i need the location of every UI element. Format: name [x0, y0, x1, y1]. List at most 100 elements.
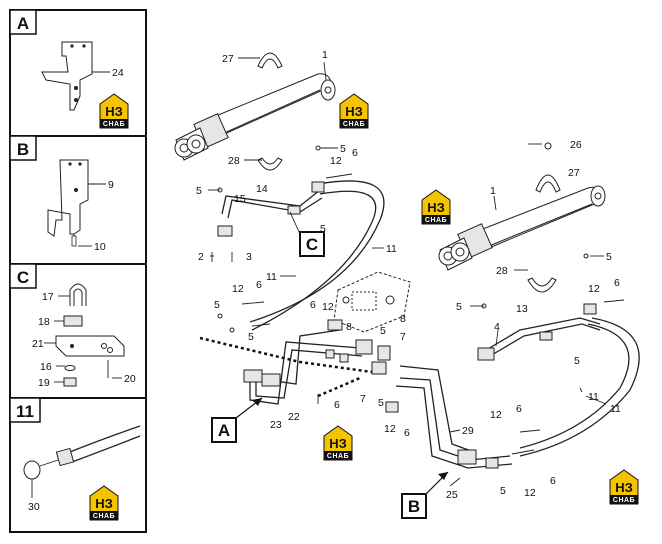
- watermark-logo-3: НЗ СНАБ: [323, 425, 353, 461]
- label-28: 28: [496, 265, 508, 277]
- svg-text:СНАБ: СНАБ: [93, 513, 115, 520]
- svg-text:СНАБ: СНАБ: [613, 497, 635, 504]
- panel-11-label: 11: [16, 402, 34, 421]
- label-8: 8: [400, 313, 406, 325]
- panel-11: 11 30 НЗ СНАБ: [9, 397, 147, 533]
- label-5: 5: [606, 251, 612, 263]
- svg-text:СНАБ: СНАБ: [327, 453, 349, 460]
- clamp-27-lower-icon: [535, 174, 561, 193]
- label-7: 7: [360, 393, 366, 405]
- label-4: 4: [494, 321, 500, 333]
- svg-text:СНАБ: СНАБ: [343, 121, 365, 128]
- label-12: 12: [232, 283, 244, 295]
- watermark-logo-2: НЗ СНАБ: [421, 189, 451, 225]
- svg-text:СНАБ: СНАБ: [103, 121, 125, 128]
- part-labels: 27 1 5 6 28 12 5 14 15 5 2 3 11 11 5 12 …: [196, 49, 621, 501]
- panel-a: A 24 НЗ СНАБ: [9, 9, 147, 137]
- pipe-22-23: [243, 329, 363, 405]
- label-5: 5: [456, 301, 462, 313]
- label-2: 2: [198, 251, 204, 263]
- clamp-28-lower-icon: [527, 277, 557, 293]
- bracket-a-icon: [41, 41, 110, 111]
- label-5: 5: [500, 485, 506, 497]
- part-label-16: 16: [40, 361, 52, 373]
- pipe-29-25: [395, 365, 513, 469]
- part-label-9: 9: [108, 179, 114, 191]
- label-6: 6: [614, 277, 620, 289]
- label-6: 6: [256, 279, 262, 291]
- label-1: 1: [490, 185, 496, 197]
- watermark-logo-1: НЗ СНАБ: [339, 93, 369, 129]
- label-12: 12: [322, 301, 334, 313]
- svg-text:C: C: [306, 235, 318, 254]
- fittings-bolts: [211, 142, 625, 455]
- label-6: 6: [310, 299, 316, 311]
- label-12: 12: [330, 155, 342, 167]
- panel-c: C 17 18 21 16 19 20: [9, 263, 147, 399]
- label-5: 5: [196, 185, 202, 197]
- callout-a: A: [211, 397, 263, 443]
- label-5: 5: [378, 397, 384, 409]
- label-27: 27: [222, 53, 234, 65]
- svg-text:НЗ: НЗ: [95, 496, 113, 511]
- label-15: 15: [234, 193, 246, 205]
- label-3: 3: [246, 251, 252, 263]
- label-11: 11: [588, 391, 599, 403]
- clamp-28-upper-icon: [257, 157, 283, 171]
- hose-assembly-4-13: [477, 303, 601, 361]
- label-22: 22: [288, 411, 300, 423]
- label-11: 11: [266, 271, 277, 283]
- label-1: 1: [322, 49, 328, 61]
- label-23: 23: [270, 419, 282, 431]
- panel-b: B 9 10: [9, 135, 147, 265]
- watermark-logo-a: НЗ СНАБ: [99, 93, 129, 129]
- leader-lines: [208, 57, 607, 487]
- label-27: 27: [568, 167, 580, 179]
- label-28: 28: [228, 155, 240, 167]
- label-25: 25: [446, 489, 458, 501]
- label-5: 5: [248, 331, 254, 343]
- label-14: 14: [256, 183, 268, 195]
- part-label-19: 19: [38, 377, 50, 389]
- part-label-21: 21: [32, 338, 44, 350]
- svg-text:СНАБ: СНАБ: [425, 217, 447, 224]
- label-6: 6: [404, 427, 410, 439]
- label-7: 7: [400, 331, 406, 343]
- part-label-24: 24: [112, 67, 124, 79]
- callout-c: C: [289, 211, 325, 257]
- svg-text:A: A: [218, 421, 230, 440]
- part-label-10: 10: [94, 241, 106, 253]
- label-11: 11: [610, 403, 621, 415]
- label-13: 13: [516, 303, 528, 315]
- label-6: 6: [334, 399, 340, 411]
- label-12: 12: [384, 423, 396, 435]
- hose-11-upper: [249, 180, 385, 331]
- hydraulic-cylinder-upper: [174, 73, 336, 161]
- panel-b-letter: B: [17, 140, 29, 159]
- bracket-b-icon: [47, 159, 106, 247]
- label-29: 29: [462, 425, 474, 437]
- label-12: 12: [524, 487, 536, 499]
- clamp-plate-icon: [44, 283, 125, 387]
- panel-c-letter: C: [17, 268, 29, 287]
- callout-b: B: [401, 471, 449, 519]
- svg-text:НЗ: НЗ: [345, 104, 363, 119]
- label-12: 12: [490, 409, 502, 421]
- control-valve-block: [333, 271, 411, 333]
- label-5: 5: [380, 325, 386, 337]
- label-26: 26: [570, 139, 582, 151]
- svg-text:НЗ: НЗ: [427, 200, 445, 215]
- part-label-17: 17: [42, 291, 54, 303]
- panel-a-letter: A: [17, 14, 29, 33]
- watermark-logo-11: НЗ СНАБ: [89, 485, 119, 521]
- svg-text:НЗ: НЗ: [105, 104, 123, 119]
- label-12: 12: [588, 283, 600, 295]
- watermark-logo-4: НЗ СНАБ: [609, 469, 639, 505]
- hydraulic-cylinder-lower: [438, 185, 606, 271]
- part-label-30: 30: [28, 501, 40, 513]
- label-6: 6: [516, 403, 522, 415]
- label-6: 6: [550, 475, 556, 487]
- svg-text:НЗ: НЗ: [615, 480, 633, 495]
- svg-text:НЗ: НЗ: [329, 436, 347, 451]
